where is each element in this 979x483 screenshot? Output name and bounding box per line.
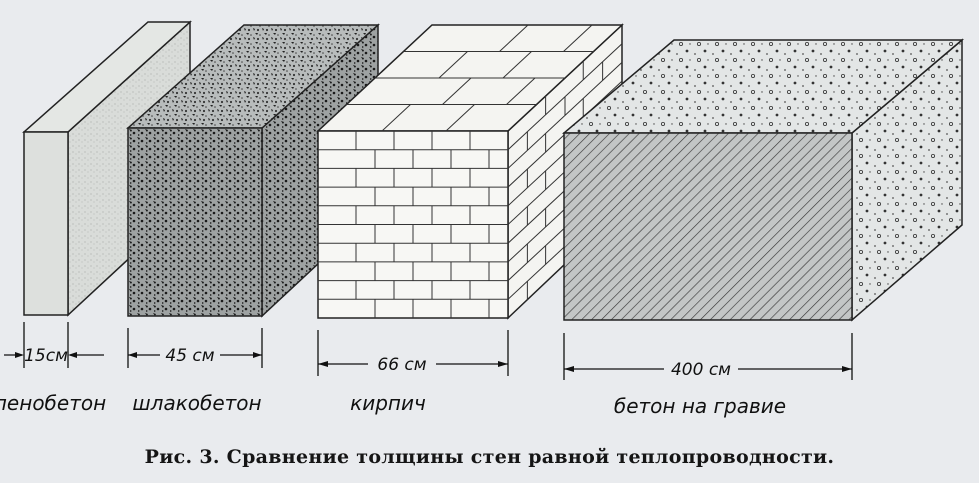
dimension-line-brick (317, 330, 509, 376)
figure-caption: Рис. 3. Сравнение толщины стен равной те… (144, 446, 835, 468)
block-gravel-concrete (561, 38, 965, 322)
slag-concrete-front (127, 127, 263, 317)
gravel-concrete-front (563, 132, 853, 321)
thickness-label-brick: 66 см (377, 355, 426, 375)
foam-concrete-front (23, 131, 69, 316)
thickness-label-foam-concrete: 15см (24, 346, 68, 366)
material-label-foam-concrete: пенобетон (0, 391, 106, 415)
brick-masonry-lines (318, 24, 623, 318)
dimension-line-gravel-concrete (563, 333, 853, 380)
material-label-gravel-concrete: бетон на гравие (614, 394, 786, 418)
dimension-line-foam-concrete (4, 322, 104, 368)
thickness-label-slag-concrete: 45 см (165, 346, 214, 366)
block-brick (316, 23, 624, 320)
dimension-line-slag-concrete (127, 328, 263, 368)
material-label-brick: кирпич (350, 391, 426, 415)
thickness-label-gravel-concrete: 400 см (671, 360, 731, 380)
material-label-slag-concrete: шлакобетон (132, 391, 261, 415)
